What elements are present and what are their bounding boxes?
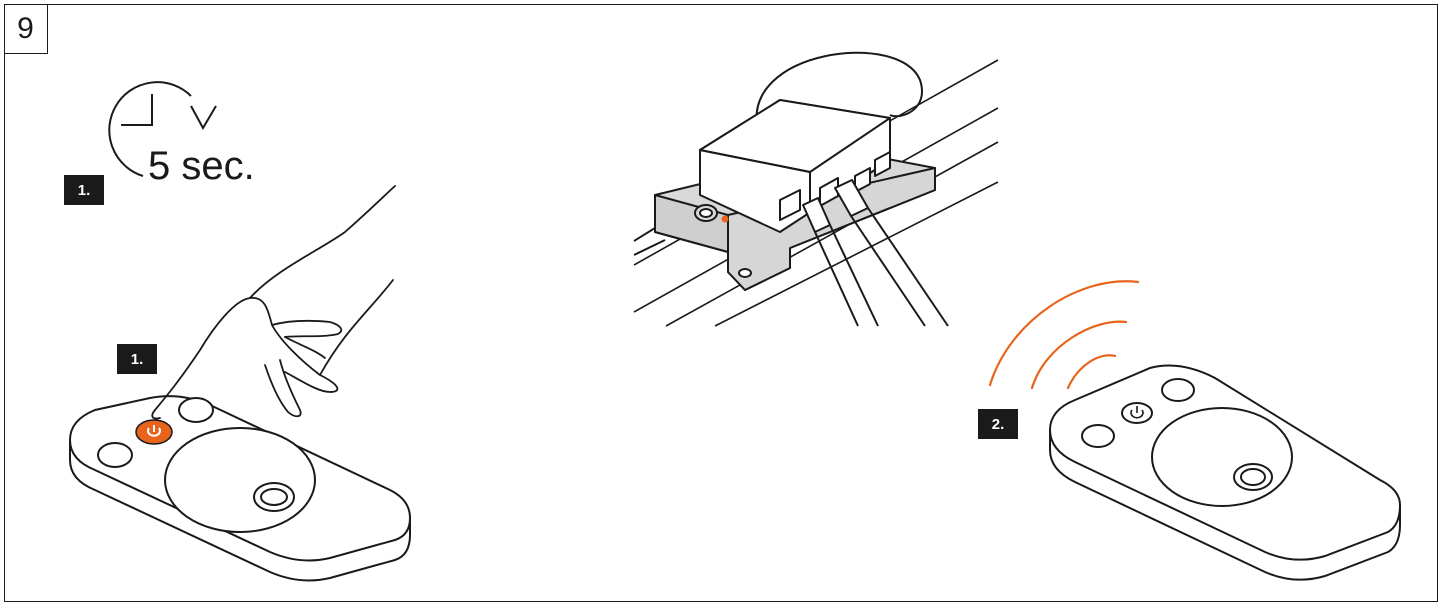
signal-waves-icon (990, 281, 1138, 388)
step-badge-signal: 2. (978, 409, 1018, 439)
power-icon (136, 420, 172, 444)
remote-right (1050, 366, 1400, 580)
receiver-unit (634, 53, 998, 326)
step-badge-press: 1. (117, 344, 157, 374)
step-badge-timer: 1. (64, 175, 104, 205)
duration-label: 5 sec. (148, 146, 255, 186)
hand-icon (152, 186, 395, 419)
remote-pressed (70, 396, 410, 580)
